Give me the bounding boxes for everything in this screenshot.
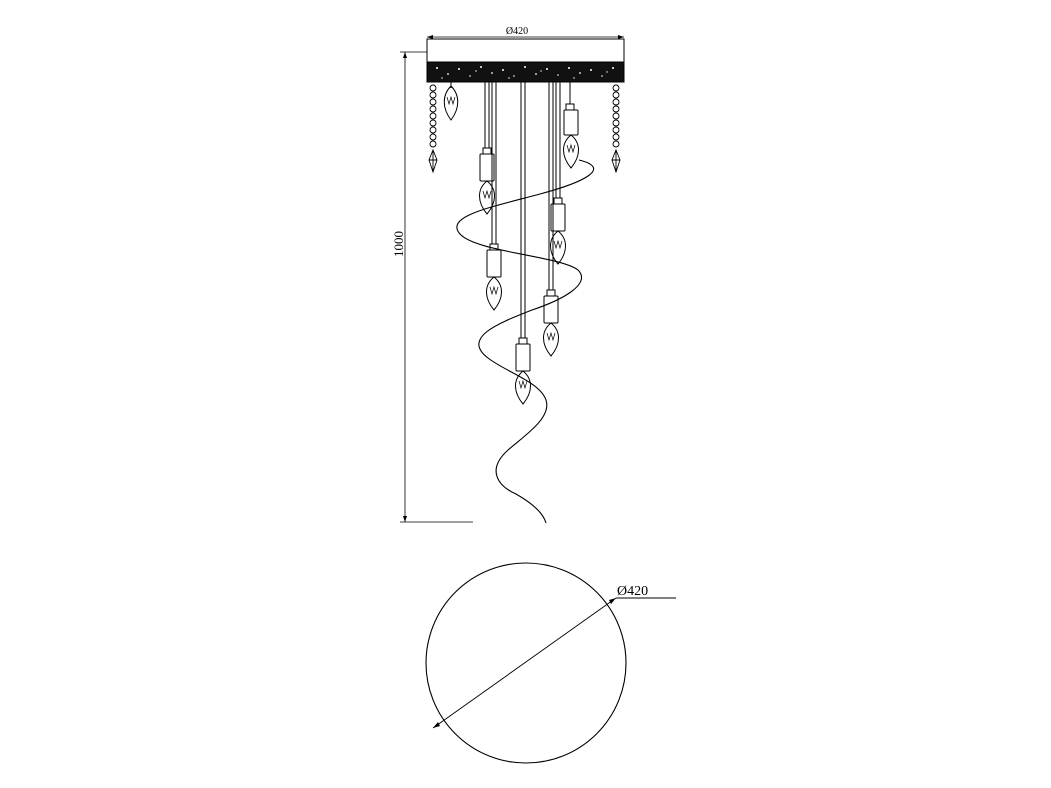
crystal-drop-icon: [428, 148, 438, 174]
top-diameter-label: Ø420: [506, 26, 528, 37]
crystal-drop-icon: [611, 148, 621, 174]
candle-bulb-icon: [515, 370, 531, 405]
top-width-dimension: Ø420: [427, 26, 624, 39]
crystal-bead: [612, 84, 620, 148]
crystal-bead: [429, 84, 437, 148]
candle-bulb-icon: [443, 85, 459, 121]
pendant-light: [515, 82, 531, 405]
pendant-light: [486, 82, 502, 311]
spiral-ribbon: [456, 159, 595, 524]
candle-bulb-icon: [486, 276, 502, 311]
pendant-light: [550, 82, 566, 265]
elevation-view: Ø420 1000: [391, 26, 625, 524]
crystal-strand-right: [611, 84, 621, 174]
candle-socket: [486, 249, 502, 278]
candle-bulb-icon: [479, 180, 495, 215]
canopy: [426, 38, 625, 83]
candle-bulb-icon: [563, 134, 579, 169]
crystal-strand-left: [428, 84, 438, 174]
height-label: 1000: [391, 231, 406, 257]
base-circle: [425, 562, 627, 764]
pendant-light: [443, 82, 459, 121]
base-diameter-label: Ø420: [617, 584, 648, 599]
candle-socket: [563, 109, 579, 136]
pendant-light: [479, 82, 495, 215]
pendant-light: [563, 82, 579, 169]
pendant-light: [543, 82, 559, 357]
candle-bulb-icon: [543, 322, 559, 357]
plan-view: Ø420: [425, 562, 676, 764]
height-dimension: 1000: [391, 51, 473, 523]
candle-socket: [515, 343, 531, 372]
candle-bulb-icon: [550, 230, 566, 265]
base-diameter-dimension: Ø420: [432, 584, 676, 729]
canopy-crystal-pattern: [436, 66, 614, 79]
